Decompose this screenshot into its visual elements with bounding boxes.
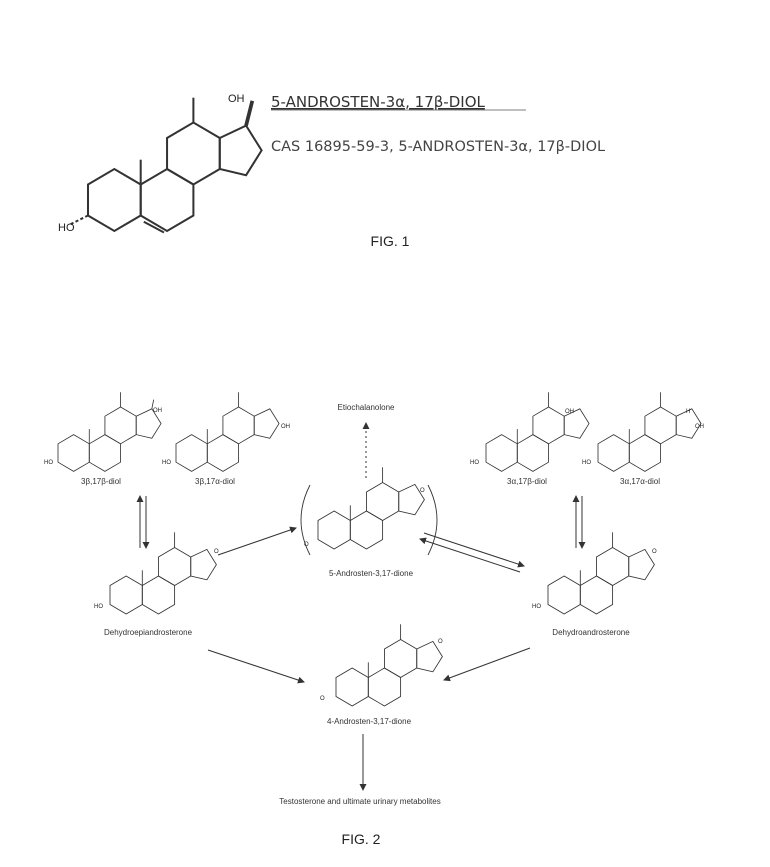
svg-text:HO: HO: [44, 460, 53, 466]
oh-label: OH: [228, 93, 245, 105]
structure-dha: HO O: [532, 531, 657, 615]
structure-3a17b-diol: HO OH: [470, 391, 590, 472]
structure-3a17a-diol: HO H OH: [582, 391, 704, 472]
svg-text:OH: OH: [565, 409, 574, 415]
label-testosterone: Testosterone and ultimate urinary metabo…: [279, 797, 440, 806]
label-3a17b-diol: 3α,17β-diol: [507, 477, 547, 486]
fig2-caption: FIG. 2: [342, 831, 381, 847]
svg-text:OH: OH: [153, 408, 162, 414]
label-3b17b-diol: 3β,17β-diol: [81, 477, 121, 486]
svg-text:HO: HO: [582, 460, 591, 466]
label-3b17a-diol: 3β,17α-diol: [195, 477, 235, 486]
label-etiochalanolone: Etiochalanolone: [338, 403, 395, 412]
structure-3b17b-diol: HO OH: [44, 391, 162, 472]
reaction-arrows: [136, 495, 586, 791]
fig1-compound-name: 5-ANDROSTEN-3α, 17β-DIOL: [271, 93, 486, 111]
fig1-caption: FIG. 1: [371, 233, 410, 249]
label-dha: Dehydroandrosterone: [552, 628, 630, 637]
svg-text:OH: OH: [281, 424, 290, 430]
label-4-androstenedione: 4-Androsten-3,17-dione: [327, 717, 412, 726]
svg-text:HO: HO: [470, 460, 479, 466]
svg-text:HO: HO: [162, 460, 171, 466]
ho-label: HO: [58, 222, 75, 234]
svg-text:O: O: [420, 488, 425, 494]
fig1-cas-line: CAS 16895-59-3, 5-ANDROSTEN-3α, 17β-DIOL: [271, 139, 605, 155]
label-dhea: Dehydroepiandrosterone: [104, 628, 193, 637]
svg-text:O: O: [214, 549, 219, 555]
svg-text:O: O: [304, 542, 309, 548]
fig1-structure: OH HO: [58, 93, 263, 234]
svg-text:H: H: [686, 409, 690, 415]
svg-text:O: O: [438, 639, 443, 645]
label-5-androstenedione: 5-Androsten-3,17-dione: [329, 569, 414, 578]
svg-text:OH: OH: [695, 424, 704, 430]
structure-3b17a-diol: HO OH: [162, 391, 290, 472]
label-3a17a-diol: 3α,17α-diol: [620, 477, 660, 486]
structure-4-androstenedione: O O: [320, 623, 443, 707]
svg-text:O: O: [320, 696, 325, 702]
svg-text:HO: HO: [532, 604, 541, 610]
structure-5-androstenedione: O O: [300, 466, 438, 556]
svg-text:O: O: [652, 549, 657, 555]
svg-text:HO: HO: [94, 604, 103, 610]
structure-dhea: HO O: [94, 531, 219, 615]
